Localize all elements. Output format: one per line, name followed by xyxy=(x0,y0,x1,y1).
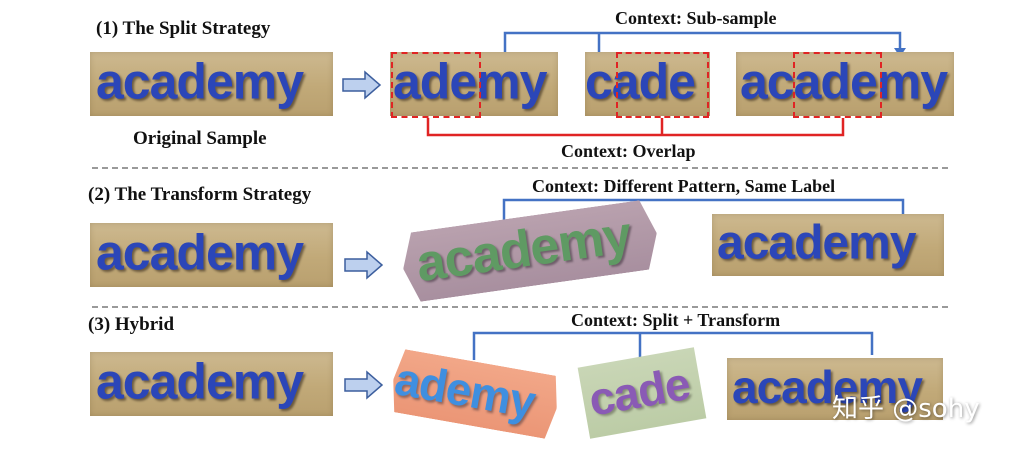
hybrid-target-image: academy xyxy=(727,358,943,420)
original-sample-caption: Original Sample xyxy=(133,128,267,149)
transform-original-word: academy xyxy=(96,224,304,281)
right-arrow-icon xyxy=(344,370,384,400)
split-part-academy-image: academy xyxy=(736,52,954,116)
split-part-cade-word: cade xyxy=(585,53,696,110)
hybrid-original-word: academy xyxy=(96,353,304,410)
split-strategy-title: (1) The Split Strategy xyxy=(96,18,271,39)
overlap-box-2 xyxy=(616,52,709,118)
hybrid-target-word: academy xyxy=(732,360,923,413)
transform-target-word: academy xyxy=(717,216,916,270)
transform-strategy-title: (2) The Transform Strategy xyxy=(88,184,312,205)
overlap-connector xyxy=(426,118,845,137)
hybrid-cade-word: cade xyxy=(584,356,694,426)
split-part-academy-word: academy xyxy=(740,53,948,110)
split-part-cade-image: cade xyxy=(585,52,710,116)
split-part-ademy-word: ademy xyxy=(393,53,547,110)
section-divider-2 xyxy=(92,306,948,308)
context-different-pattern-label: Context: Different Pattern, Same Label xyxy=(532,176,836,196)
hybrid-original-image: academy xyxy=(90,352,333,416)
context-subsample-label: Context: Sub-sample xyxy=(615,8,777,28)
section-divider-1 xyxy=(92,167,948,169)
subsample-connector xyxy=(503,31,902,52)
watermark-text: 知乎 @sohy xyxy=(832,394,980,424)
split-part-ademy-image: ademy xyxy=(390,52,558,116)
right-arrow-icon xyxy=(344,250,384,280)
hybrid-strategy-title: (3) Hybrid xyxy=(88,314,175,335)
original-sample-image: academy xyxy=(90,52,333,116)
overlap-box-3 xyxy=(793,52,882,118)
transform-original-image: academy xyxy=(90,223,333,287)
context-split-transform-label: Context: Split + Transform xyxy=(571,310,781,330)
overlap-box-1 xyxy=(391,52,481,118)
right-arrow-icon xyxy=(342,70,382,100)
context-overlap-label: Context: Overlap xyxy=(561,141,696,161)
original-word: academy xyxy=(96,53,304,110)
transform-target-image: academy xyxy=(712,214,944,276)
